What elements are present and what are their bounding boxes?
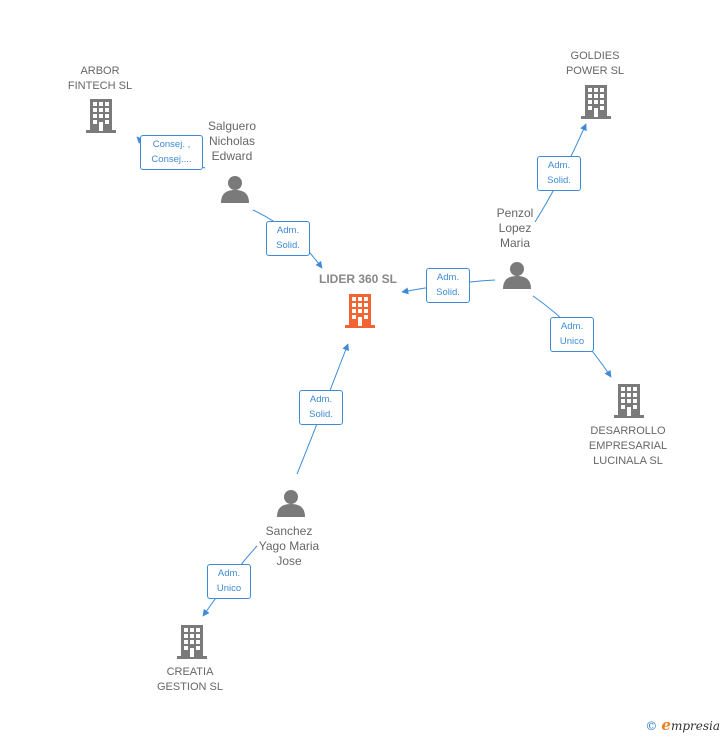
footer-brand: ©empresia xyxy=(645,716,720,734)
person-icon-sanchez xyxy=(277,490,305,517)
relation-sanchez-center[interactable]: Adm. Solid. xyxy=(299,390,343,425)
person-name-salguero[interactable]: Salguero Nicholas Edward xyxy=(207,119,257,163)
person-name-penzol[interactable]: Penzol Lopez Maria xyxy=(496,206,534,250)
building-icon-goldies xyxy=(581,85,611,119)
person-icon-penzol xyxy=(503,262,531,289)
relation-penzol-desarrollo[interactable]: Adm. Unico xyxy=(550,317,594,352)
company-name-creatia[interactable]: CREATIA GESTION SL xyxy=(156,666,224,693)
building-icon-desarrollo xyxy=(614,384,644,418)
relation-sanchez-creatia[interactable]: Adm. Unico xyxy=(207,564,251,599)
relation-salguero-arbor[interactable]: Consej. , Consej.... xyxy=(140,135,203,170)
building-icon-arbor xyxy=(86,99,116,133)
relation-salguero-center[interactable]: Adm. Solid. xyxy=(266,221,310,256)
person-icon-salguero xyxy=(221,176,249,203)
copyright-icon: © xyxy=(645,719,658,733)
relation-penzol-center[interactable]: Adm. Solid. xyxy=(426,268,470,303)
empresia-logo: empresia xyxy=(661,716,720,734)
company-name-arbor[interactable]: ARBOR FINTECH SL xyxy=(67,65,133,92)
relation-penzol-goldies[interactable]: Adm. Solid. xyxy=(537,156,581,191)
building-icon-creatia xyxy=(177,625,207,659)
building-icon-center xyxy=(345,294,375,328)
company-name-goldies[interactable]: GOLDIES POWER SL xyxy=(565,50,625,77)
company-name-desarrollo[interactable]: DESARROLLO EMPRESARIAL LUCINALA SL xyxy=(588,425,668,467)
person-name-sanchez[interactable]: Sanchez Yago Maria Jose xyxy=(258,524,320,568)
company-name-center[interactable]: LIDER 360 SL xyxy=(318,272,398,286)
